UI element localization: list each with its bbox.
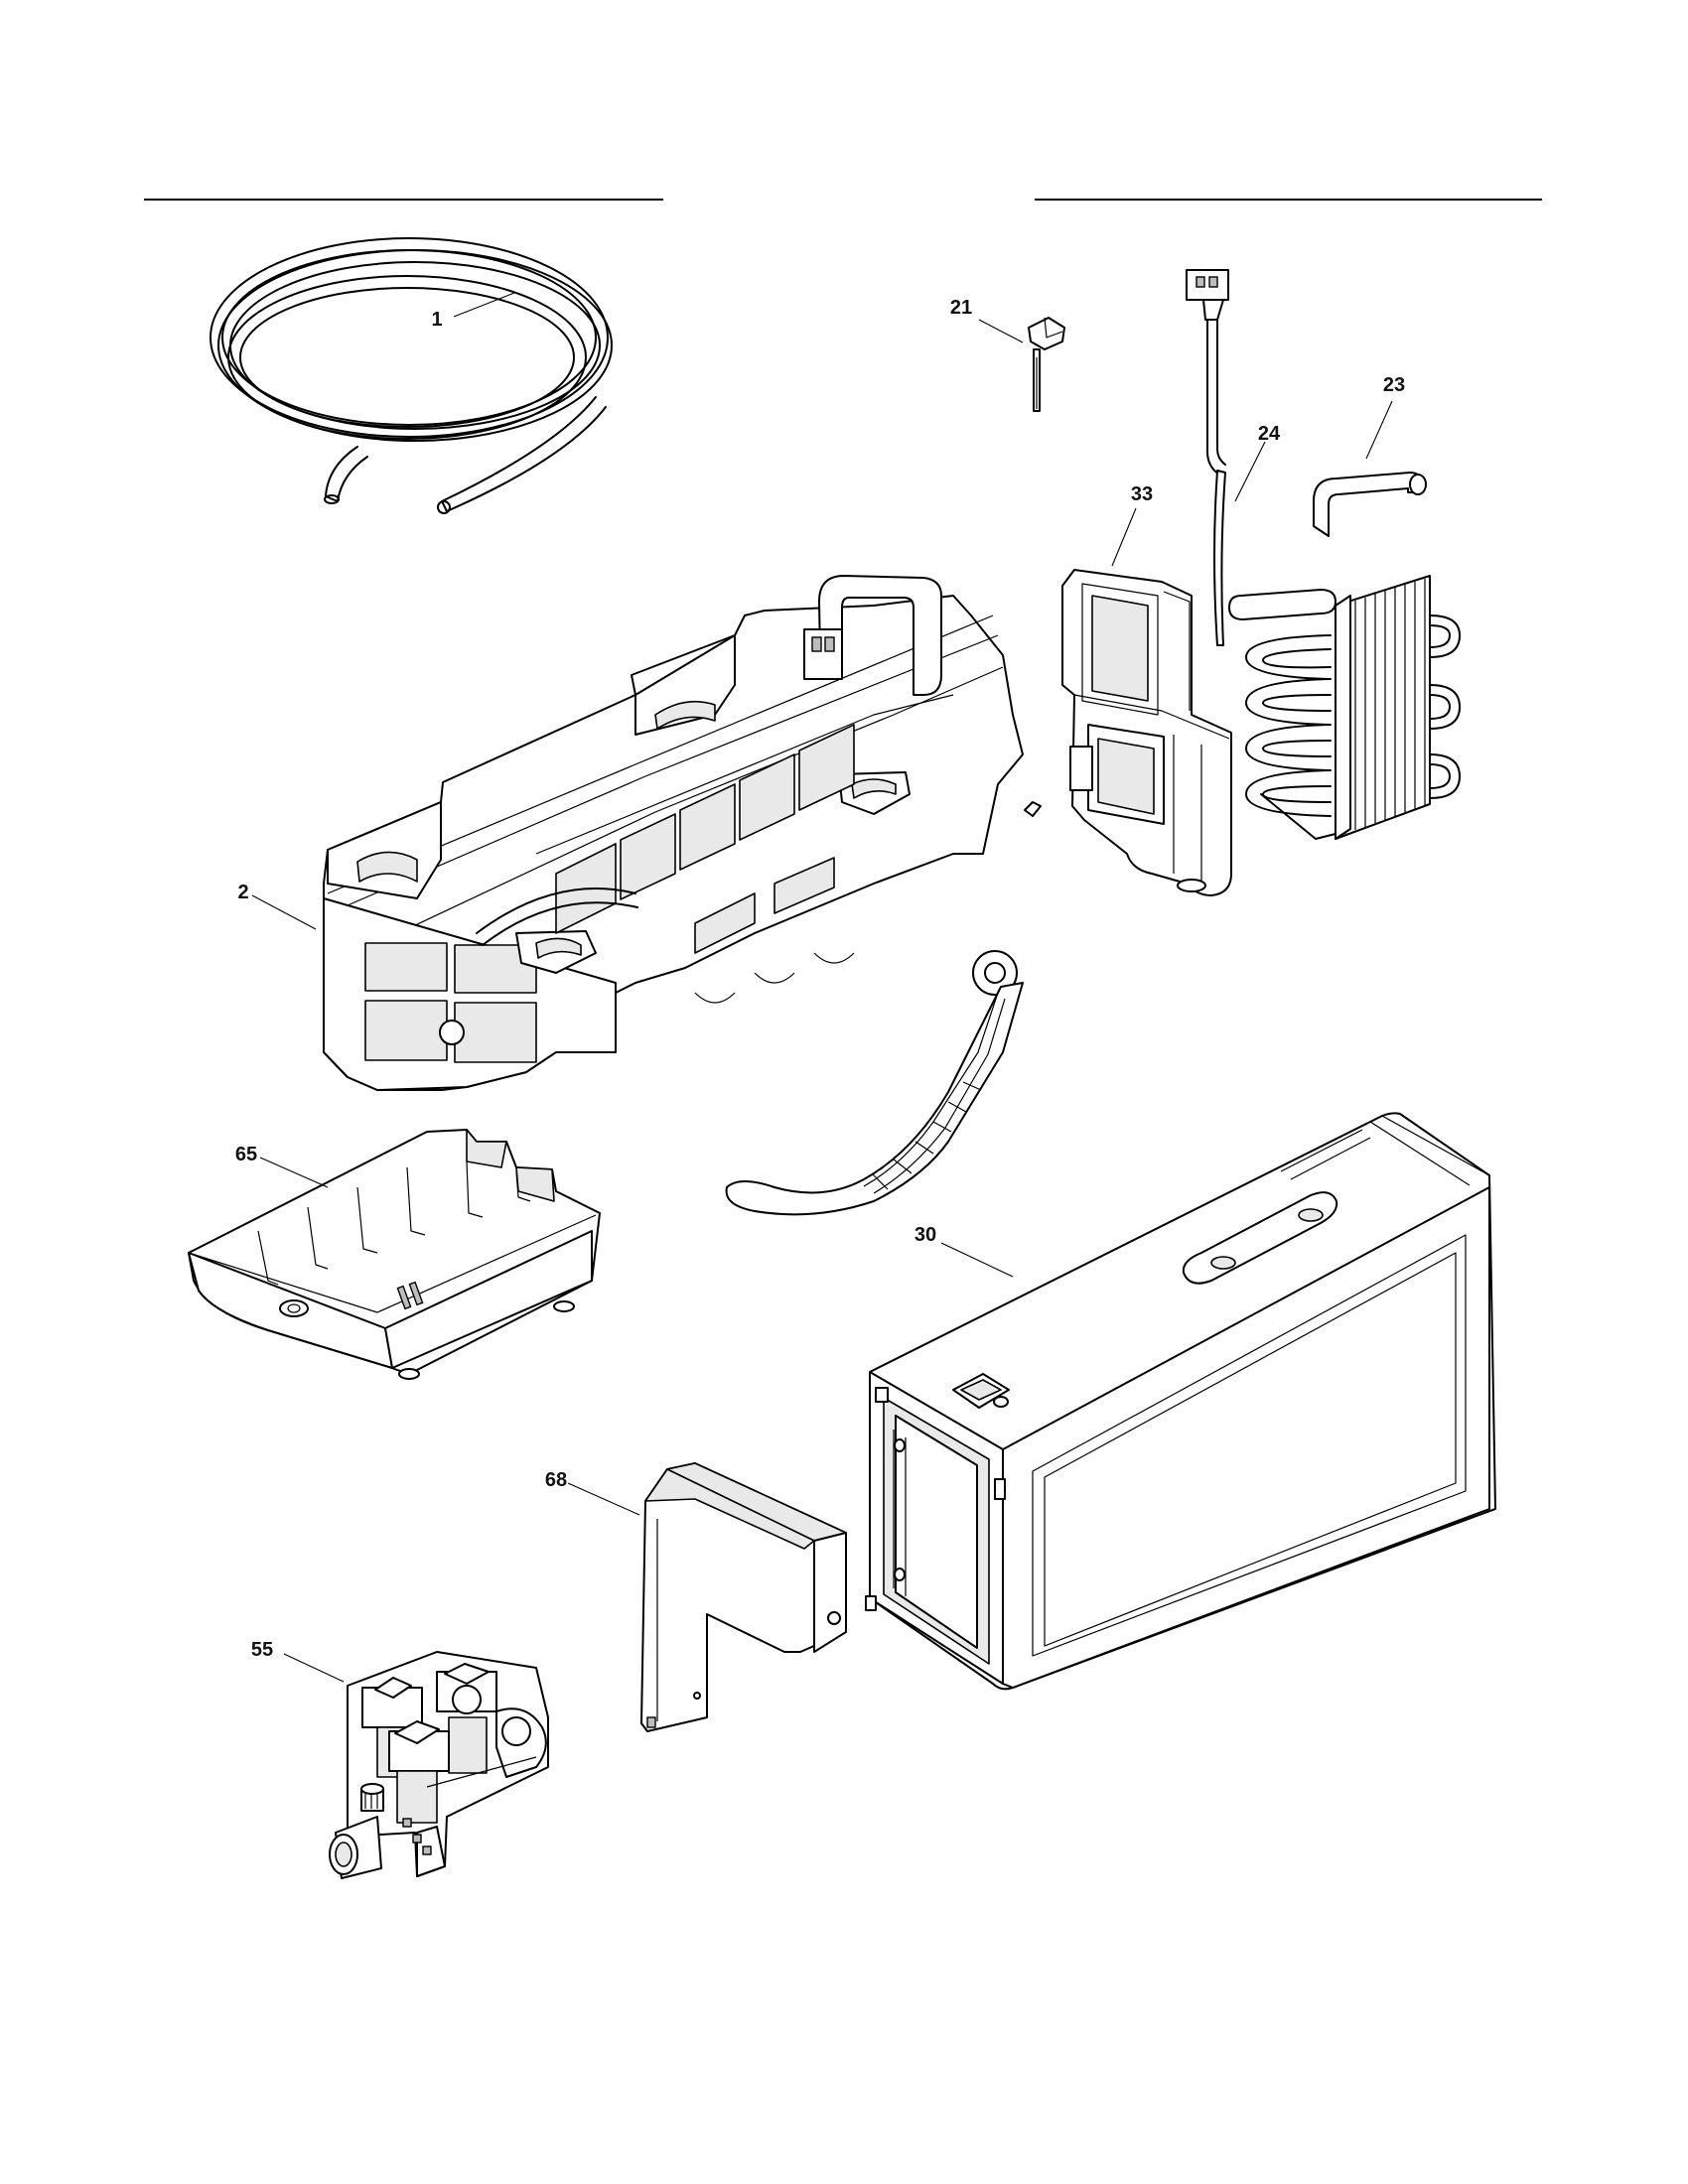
ice-maker-assembly-icon[interactable]: [323, 575, 1042, 1216]
leader-23: [1365, 400, 1393, 460]
leader-33: [1111, 507, 1137, 567]
callout-2: 2: [237, 882, 248, 903]
callout-68: 68: [545, 1469, 567, 1491]
callout-23: 23: [1383, 374, 1405, 396]
callout-24: 24: [1258, 423, 1281, 445]
thermistor-sensor-icon[interactable]: [1028, 317, 1065, 412]
ice-tray-icon[interactable]: [188, 1129, 601, 1380]
water-valve-icon[interactable]: [329, 1651, 549, 1879]
leader-65: [259, 1157, 329, 1188]
leader-68: [567, 1482, 640, 1516]
callout-30: 30: [914, 1224, 936, 1246]
leader-55: [283, 1653, 345, 1683]
callout-1: 1: [431, 309, 442, 331]
ice-compartment-housing-icon[interactable]: [865, 1112, 1496, 1691]
callout-33: 33: [1131, 483, 1153, 505]
leader-24: [1234, 441, 1266, 502]
leader-30: [940, 1242, 1014, 1278]
water-tubing-coil-icon[interactable]: [210, 237, 613, 514]
door-cover-icon[interactable]: [640, 1462, 847, 1732]
callout-65: 65: [235, 1144, 257, 1165]
leader-1: [453, 292, 515, 318]
leader-21: [978, 319, 1024, 343]
fan-shroud-bracket-icon[interactable]: [1061, 569, 1232, 896]
leader-2: [251, 894, 317, 930]
evaporator-coil-icon[interactable]: [1245, 472, 1461, 840]
heater-harness-icon[interactable]: [1186, 269, 1336, 646]
callout-55: 55: [251, 1639, 273, 1661]
callout-21: 21: [950, 297, 972, 319]
